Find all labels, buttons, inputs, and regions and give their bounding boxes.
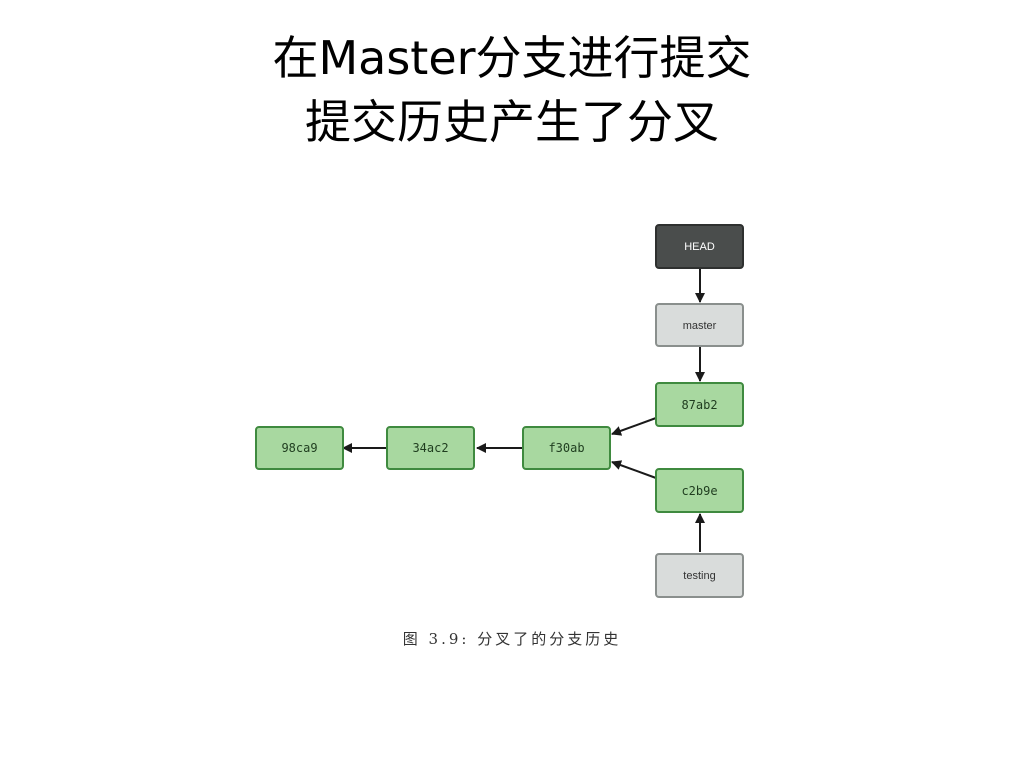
head-label: HEAD bbox=[684, 241, 715, 253]
commit-label: 87ab2 bbox=[681, 398, 717, 412]
commit-c2b9e: c2b9e bbox=[655, 468, 744, 513]
commit-34ac2: 34ac2 bbox=[386, 426, 475, 470]
figure-caption: 图 3.9: 分叉了的分支历史 bbox=[402, 630, 622, 648]
testing-label: testing bbox=[683, 570, 715, 582]
master-label: master bbox=[683, 320, 717, 332]
title-line-1: 在Master分支进行提交 bbox=[272, 31, 752, 85]
commit-87ab2: 87ab2 bbox=[655, 382, 744, 427]
branch-testing: testing bbox=[655, 553, 744, 598]
slide-title: 在Master分支进行提交 提交历史产生了分叉 bbox=[0, 26, 1024, 154]
head-pointer: HEAD bbox=[655, 224, 744, 269]
commit-98ca9: 98ca9 bbox=[255, 426, 344, 470]
commit-label: c2b9e bbox=[681, 484, 717, 498]
commit-label: f30ab bbox=[548, 441, 584, 455]
commit-label: 98ca9 bbox=[281, 441, 317, 455]
arrow-c2b9e-to-f30ab bbox=[611, 460, 657, 479]
commit-f30ab: f30ab bbox=[522, 426, 611, 470]
branch-master: master bbox=[655, 303, 744, 347]
commit-label: 34ac2 bbox=[412, 441, 448, 455]
title-line-2: 提交历史产生了分叉 bbox=[305, 95, 719, 149]
arrow-87ab2-to-f30ab bbox=[611, 417, 657, 436]
